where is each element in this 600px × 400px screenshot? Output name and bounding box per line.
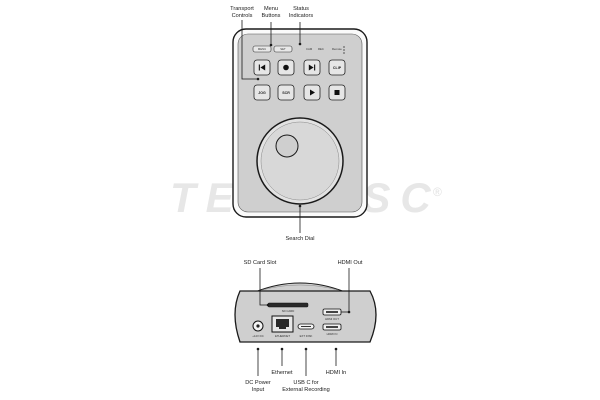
skip-forward-icon: [308, 64, 316, 71]
scroll-button[interactable]: [277, 84, 295, 101]
callout-dot-sd: [266, 303, 270, 307]
label-transport-line1: Transport: [230, 6, 254, 12]
usb-c-contacts: [301, 326, 311, 327]
label-menu-line1: Menu: [264, 6, 278, 12]
skip-back-icon: [258, 64, 266, 71]
play-icon: [310, 89, 315, 96]
label-dc-power-line2: Input: [252, 387, 265, 393]
scroll-button-label: SCR: [282, 91, 290, 95]
callout-dot-status: [298, 42, 302, 46]
callout-dot-dc: [256, 347, 260, 351]
label-sd-card-slot: SD Card Slot: [244, 260, 277, 266]
label-hdmi-out: HDMI Out: [338, 260, 363, 266]
callout-dot-hdmi-out: [347, 310, 351, 314]
hdmi-out-label: HDMI OUT: [325, 317, 339, 321]
jog-button[interactable]: [253, 84, 271, 101]
controller-top-view: MENU SET CAM REC Remote CLIP JOG SCR: [232, 28, 368, 218]
status-led-3: [343, 52, 345, 54]
status-led-2: [343, 49, 345, 51]
callout-dot-transport: [256, 77, 260, 81]
controller-rear-view: SD CARD HDMI OUT HDMI IN +12V DC ETHERNE…: [234, 282, 377, 343]
hdmi-in-contacts: [326, 326, 338, 328]
sd-card-slot[interactable]: [267, 302, 309, 308]
callout-lines-rear: [257, 268, 350, 376]
hdmi-in-label: HDMI IN: [327, 332, 338, 336]
search-dial[interactable]: [256, 117, 344, 205]
label-transport-line2: Controls: [232, 13, 253, 19]
record-icon: [283, 64, 289, 71]
label-status-line2: Indicators: [289, 13, 313, 19]
label-dc-power-line1: DC Power: [245, 380, 271, 386]
label-status-line1: Status: [293, 6, 309, 12]
callout-dot-menu: [269, 43, 273, 47]
callout-lines-top: [241, 20, 301, 233]
status-led-1: [343, 46, 345, 48]
set-button[interactable]: [273, 45, 293, 53]
clip-button[interactable]: [328, 59, 346, 76]
clip-button-label: CLIP: [333, 66, 342, 70]
label-ethernet: Ethernet: [271, 370, 293, 376]
label-search-dial: Search Dial: [286, 236, 315, 242]
watermark-registered-mark: ®: [433, 185, 442, 199]
ethernet-label: ETHERNET: [275, 334, 290, 338]
hdmi-out-contacts: [326, 311, 338, 313]
status-remote-label: Remote: [332, 47, 342, 51]
menu-button[interactable]: [252, 45, 272, 53]
dc-power-pin: [256, 324, 260, 328]
callout-dot-usbc: [304, 347, 308, 351]
search-dial-finger-dimple: [275, 134, 299, 158]
label-usbc-line2: External Recording: [282, 387, 330, 393]
dc-power-label: +12V DC: [252, 334, 263, 338]
status-rec-label: REC: [318, 47, 324, 51]
set-button-label: SET: [280, 47, 286, 51]
callout-dot-hdmi-in: [334, 347, 338, 351]
callout-dot-ethernet: [280, 347, 284, 351]
status-cam-label: CAM: [306, 47, 313, 51]
label-hdmi-in: HDMI In: [326, 370, 347, 376]
menu-button-label: MENU: [258, 47, 266, 51]
sd-card-label: SD CARD: [282, 309, 295, 313]
label-usbc-line1: USB C for: [293, 380, 318, 386]
jog-button-label: JOG: [258, 91, 266, 95]
callout-dot-search: [298, 204, 302, 208]
usb-c-label: EXT DISK: [300, 334, 313, 338]
stop-icon: [334, 90, 340, 95]
ethernet-socket: [276, 319, 289, 329]
label-menu-line2: Buttons: [262, 13, 281, 19]
